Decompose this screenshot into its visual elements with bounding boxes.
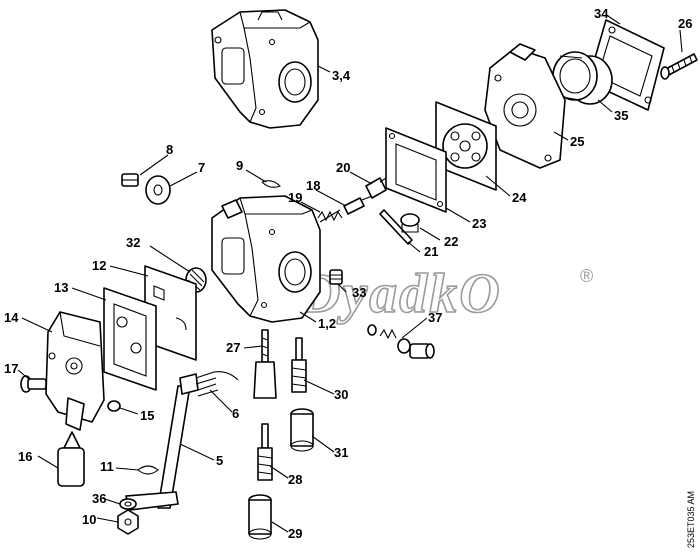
callout-12: 12 (92, 258, 106, 273)
callout-1-2: 1,2 (318, 316, 336, 331)
callout-7: 7 (198, 160, 205, 175)
callout-10: 10 (82, 512, 96, 527)
callout-17: 17 (4, 361, 18, 376)
callout-18: 18 (306, 178, 320, 193)
watermark: DyadkO ® (298, 262, 593, 326)
adapter-ring-35 (552, 51, 613, 105)
watermark-registered-mark: ® (580, 266, 593, 286)
callout-19: 19 (288, 190, 302, 205)
callout-15: 15 (140, 408, 154, 423)
end-cover-14 (45, 311, 105, 431)
callout-8: 8 (166, 142, 173, 157)
callout-34: 34 (594, 6, 609, 21)
nut-10 (117, 509, 139, 535)
callout-9: 9 (236, 158, 243, 173)
carburetor-body-lower (211, 195, 321, 323)
pump-cover-25 (484, 43, 566, 169)
callout-30: 30 (334, 387, 348, 402)
spring-6 (195, 371, 239, 397)
screw-22 (400, 213, 420, 233)
callout-6: 6 (232, 406, 239, 421)
screw-17 (20, 375, 47, 393)
nozzle-20 (365, 177, 387, 199)
limiter-cap-29 (248, 494, 272, 540)
throttle-shaft-5 (125, 373, 199, 511)
callout-36: 36 (92, 491, 106, 506)
washer-7 (145, 175, 171, 205)
callout-14: 14 (4, 310, 19, 325)
carburetor-body-upper (211, 9, 319, 129)
washer-36 (119, 498, 137, 510)
callout-26: 26 (678, 16, 692, 31)
leader-lines (17, 15, 683, 533)
valve-needle-18 (343, 195, 373, 215)
screw-8 (121, 173, 139, 187)
callout-29: 29 (288, 526, 302, 541)
callout-24: 24 (512, 190, 527, 205)
callout-32: 32 (126, 235, 140, 250)
circlip-11 (137, 465, 159, 475)
callout-3-4: 3,4 (332, 68, 351, 83)
callout-5: 5 (216, 453, 223, 468)
adjusting-needle-28 (257, 423, 273, 481)
callout-35: 35 (614, 108, 628, 123)
adjusting-needle-27 (253, 329, 277, 399)
callout-25: 25 (570, 134, 584, 149)
screw-26 (660, 53, 698, 80)
idle-screw-16 (57, 431, 85, 487)
spring-19 (317, 209, 343, 223)
gasket-23 (385, 127, 447, 213)
pump-diaphragm-24 (435, 101, 497, 191)
callout-33: 33 (352, 285, 366, 300)
gasket-13 (103, 287, 157, 391)
callout-labels: 34 26 3,4 35 25 8 7 9 20 18 19 24 23 22 … (4, 6, 692, 541)
callout-20: 20 (336, 160, 350, 175)
drawing-code: 253ET035 AM (686, 491, 696, 548)
plug-15 (107, 400, 121, 412)
limiter-cap-31 (290, 408, 314, 452)
callout-27: 27 (226, 340, 240, 355)
clip-9 (261, 180, 281, 188)
callout-37: 37 (428, 310, 442, 325)
callout-21: 21 (424, 244, 438, 259)
pin-21 (379, 209, 413, 245)
callout-13: 13 (54, 280, 68, 295)
plug-33 (329, 269, 343, 285)
adjusting-needle-30 (291, 337, 307, 393)
callout-22: 22 (444, 234, 458, 249)
valve-set-37 (367, 324, 435, 359)
callout-28: 28 (288, 472, 302, 487)
callout-11: 11 (100, 459, 114, 474)
callout-23: 23 (472, 216, 486, 231)
callout-16: 16 (18, 449, 32, 464)
callout-31: 31 (334, 445, 348, 460)
